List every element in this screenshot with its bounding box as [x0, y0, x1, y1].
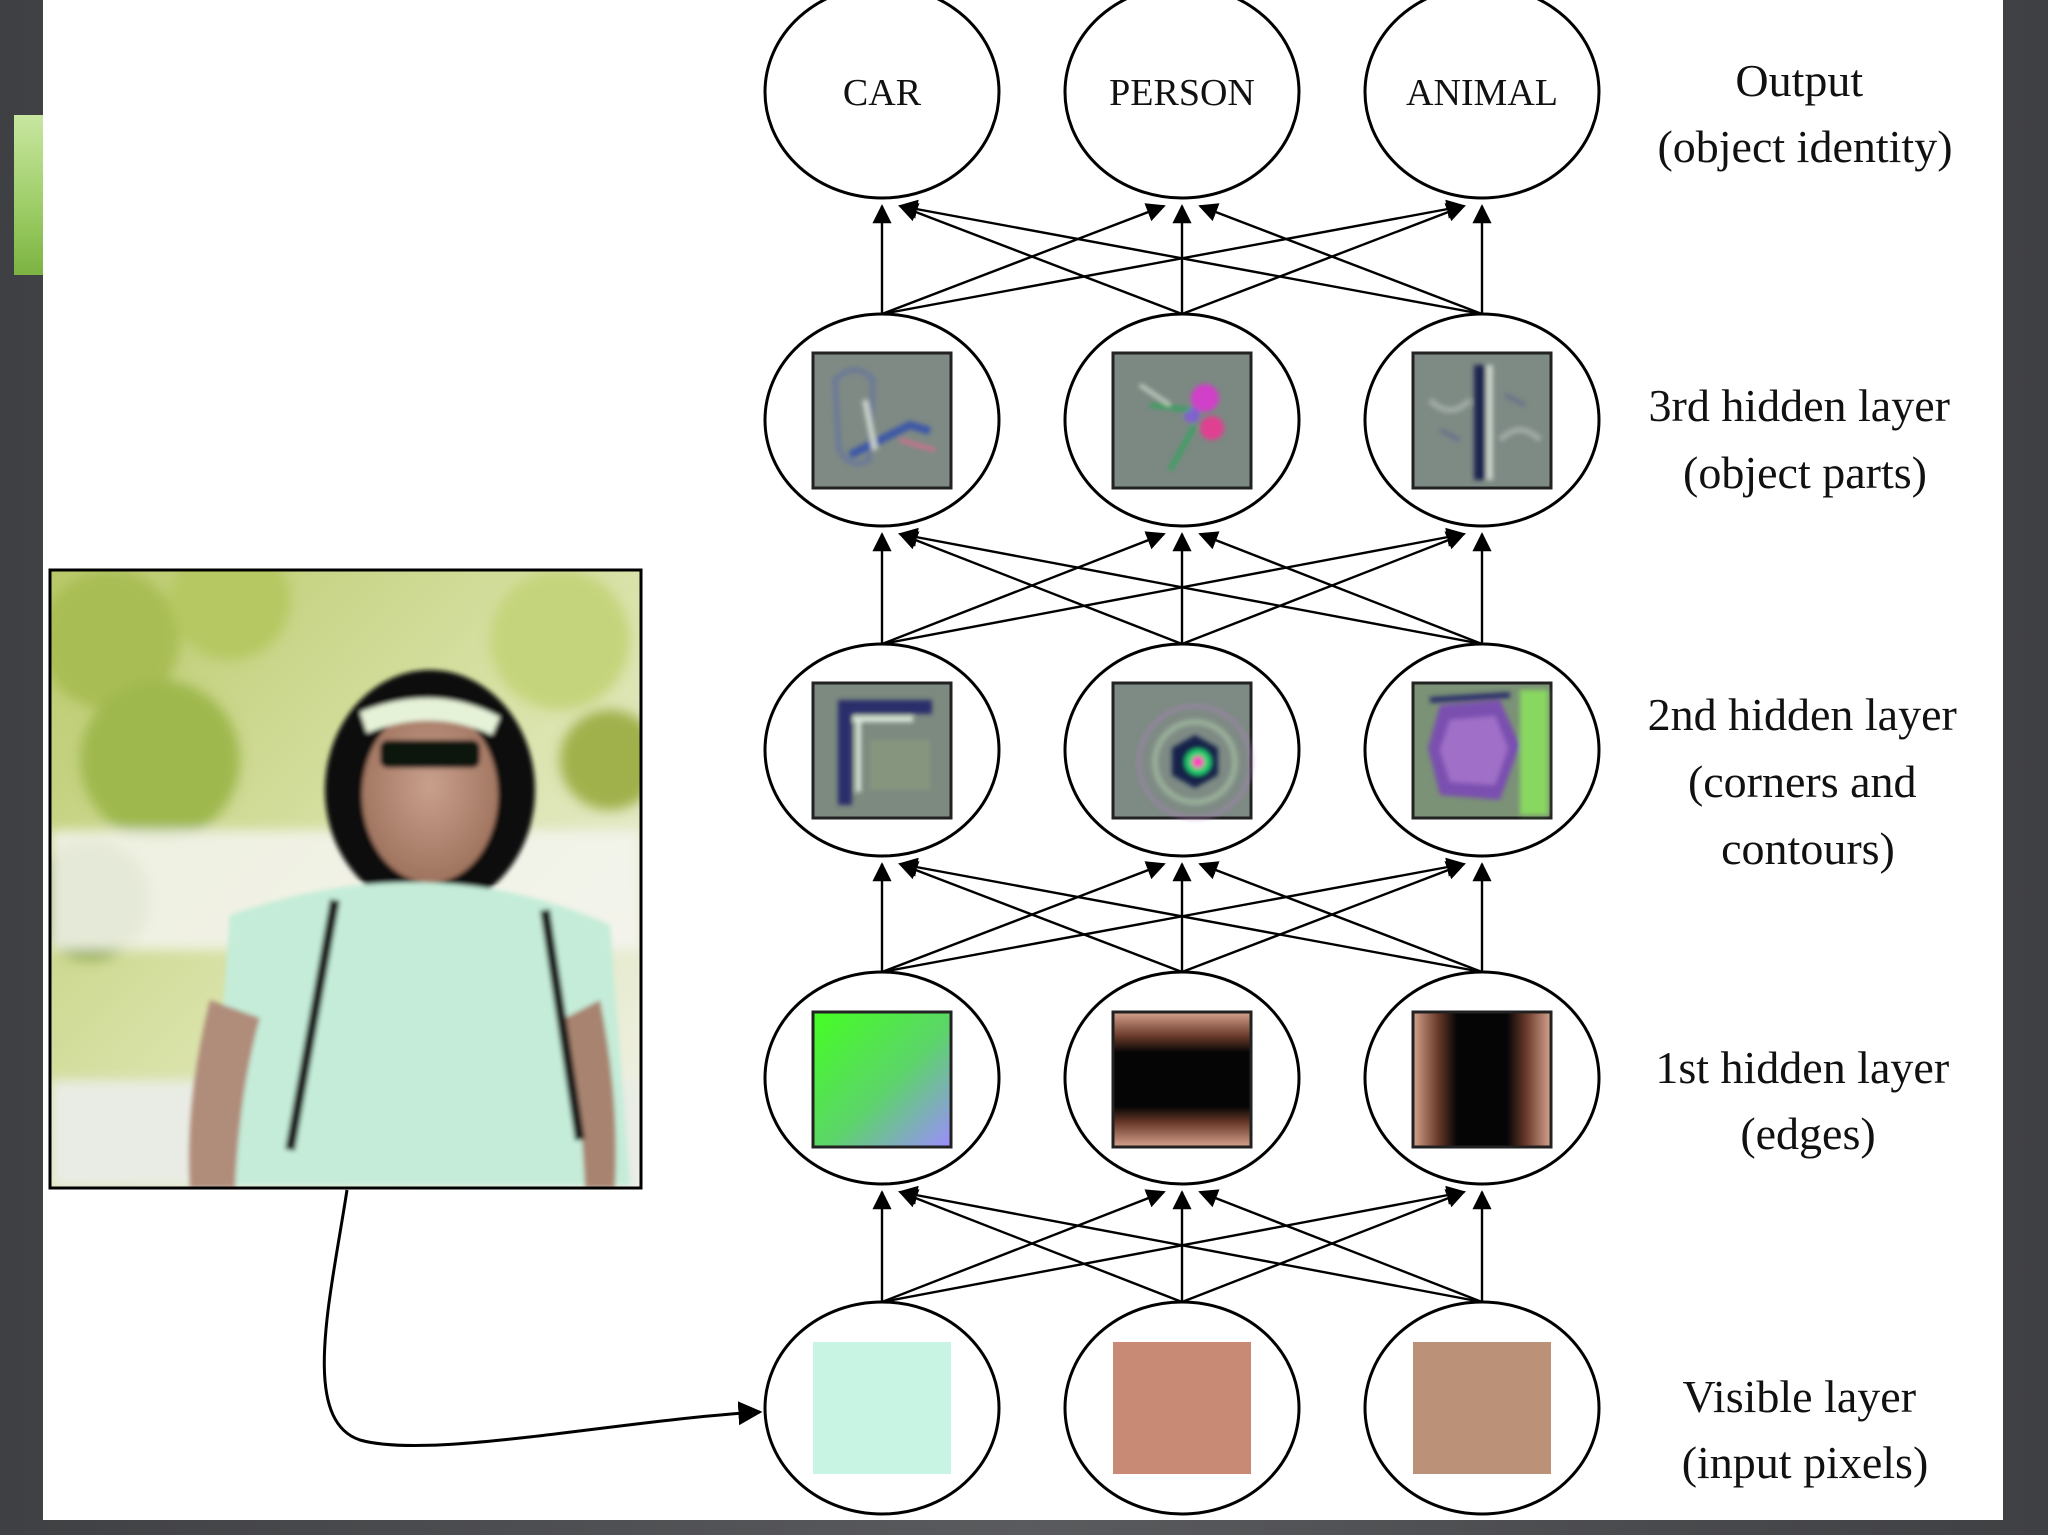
layer-label-hidden1: 1st hidden layer (edges): [1655, 1042, 1960, 1159]
connection-arrow: [1198, 531, 1483, 646]
layer-label-line: Visible layer: [1682, 1371, 1916, 1422]
feature-map-corner: [838, 700, 932, 805]
output-node-label: CAR: [843, 72, 922, 114]
layer-labels: Output (object identity) 3rd hidden laye…: [1648, 55, 1969, 1488]
hidden2-node-3: [1363, 642, 1601, 858]
connection-arrow: [898, 1189, 1183, 1304]
layer-label-hidden2: 2nd hidden layer (corners and contours): [1648, 689, 1969, 874]
connections: [872, 199, 1492, 1304]
hidden-layer-1: [763, 970, 1601, 1186]
hidden1-node-3: [1363, 970, 1601, 1186]
connection-arrow: [898, 199, 1483, 316]
connection-arrow: [898, 861, 1183, 974]
connection-arrow: [1198, 861, 1483, 974]
connection-arrow: [1198, 203, 1483, 316]
layer-label-hidden3: 3rd hidden layer (object parts): [1649, 380, 1962, 498]
layer-label-line: (input pixels): [1682, 1437, 1929, 1488]
hidden2-node-2: [1063, 642, 1301, 858]
input-pixel-swatch: [1413, 1342, 1551, 1474]
hidden3-node-2: [1063, 312, 1301, 528]
layer-label-output: Output (object identity): [1657, 55, 1952, 172]
connection-arrow: [881, 857, 1466, 974]
hidden1-node-2: [1063, 970, 1301, 1186]
feature-map-object-part: [1138, 383, 1224, 472]
hidden3-node-1: [763, 312, 1001, 528]
input-arrow: [322, 1189, 763, 1448]
connection-arrow: [898, 857, 1483, 974]
connection-arrow: [1181, 861, 1466, 974]
layer-label-line: 2nd hidden layer: [1648, 689, 1957, 740]
output-layer: CAR PERSON ANIMAL: [763, 0, 1601, 200]
connection-arrow: [881, 1189, 1166, 1304]
layer-label-line: (corners and: [1688, 756, 1917, 807]
connection-arrow: [881, 861, 1166, 974]
connection-arrow: [881, 531, 1166, 646]
input-pixel-swatch: [1113, 1342, 1251, 1474]
hidden3-node-3: [1363, 312, 1601, 528]
layer-label-line: (object identity): [1657, 121, 1952, 172]
connection-arrow: [1181, 531, 1466, 646]
hidden-layer-2: [763, 642, 1601, 858]
input-photo: [48, 568, 643, 1190]
input-pixel-swatch: [813, 1342, 951, 1474]
nodes: CAR PERSON ANIMAL: [763, 0, 1601, 1516]
output-node-person: PERSON: [1063, 0, 1301, 200]
layer-label-visible: Visible layer (input pixels): [1682, 1371, 1929, 1488]
connection-arrow: [1198, 1189, 1483, 1304]
hidden-layer-3: [763, 312, 1601, 528]
connection-arrow: [898, 1185, 1483, 1304]
connection-arrow: [1181, 1189, 1466, 1304]
layer-label-line: 1st hidden layer: [1655, 1042, 1949, 1093]
connection-arrow: [898, 527, 1483, 646]
feature-map-object-part: [831, 367, 936, 467]
connection-arrow: [1181, 203, 1466, 316]
hidden2-node-1: [763, 642, 1001, 858]
connection-arrow: [881, 203, 1166, 316]
hidden1-node-1: [763, 970, 1001, 1186]
output-node-animal: ANIMAL: [1363, 0, 1601, 200]
connection-arrow: [881, 1185, 1466, 1304]
connection-arrow: [898, 203, 1183, 316]
layer-label-line: (edges): [1740, 1108, 1875, 1159]
layer-label-line: contours): [1721, 823, 1895, 874]
feature-map-contour: [1428, 690, 1548, 815]
layer-label-line: 3rd hidden layer: [1649, 380, 1950, 431]
visible-layer: [763, 1300, 1601, 1516]
output-node-car: CAR: [763, 0, 1001, 200]
layer-label-line: Output: [1735, 55, 1863, 106]
connection-arrow: [881, 199, 1466, 316]
visible-node-1: [763, 1300, 1001, 1516]
feature-map-object-part: [1427, 365, 1543, 480]
connection-arrow: [898, 531, 1183, 646]
visible-node-3: [1363, 1300, 1601, 1516]
output-node-label: ANIMAL: [1406, 72, 1558, 114]
visible-node-2: [1063, 1300, 1301, 1516]
layer-label-line: (object parts): [1683, 447, 1927, 498]
output-node-label: PERSON: [1109, 72, 1255, 114]
feature-map-contour: [1137, 704, 1253, 820]
connection-arrow: [881, 527, 1466, 646]
